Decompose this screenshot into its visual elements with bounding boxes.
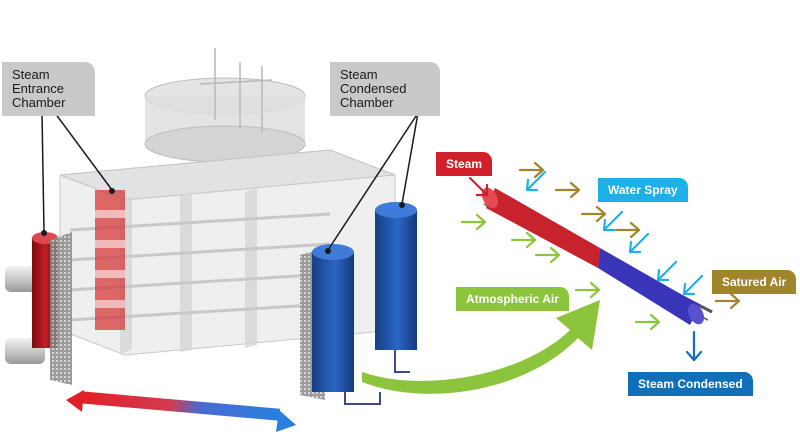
water-spray-arrows — [525, 170, 704, 296]
steam-condensed-chamber-front — [312, 252, 354, 392]
callout-steam-condensed-chamber: Steam Condensed Chamber — [330, 62, 440, 116]
tag-steam: Steam — [436, 152, 493, 176]
air-arrows — [518, 161, 741, 310]
mesh-panel-left — [50, 232, 72, 385]
air-flow-curved-arrow — [362, 300, 600, 394]
spray-arrow-icon — [628, 232, 650, 254]
tag-steam-condensed: Steam Condensed — [628, 372, 753, 396]
steam-condensed-chamber-back — [375, 210, 417, 350]
air-arrow-icon — [714, 292, 741, 310]
air-arrow-icon — [554, 181, 581, 199]
tube-red-section — [486, 188, 600, 268]
tag-water-spray: Water Spray — [598, 178, 688, 202]
air-in-arrow-icon — [460, 213, 487, 231]
callout-leaders — [41, 112, 419, 251]
air-arrow-icon — [518, 161, 545, 179]
atmospheric-air-arrows — [460, 213, 661, 331]
callout-dots — [41, 188, 405, 254]
tube-blue-section — [598, 248, 700, 325]
tube-detail — [481, 187, 713, 325]
air-in-arrow-icon — [510, 231, 537, 249]
air-in-arrow-icon — [534, 246, 561, 264]
air-in-arrow-icon — [634, 313, 661, 331]
tag-satured-air: Satured Air — [712, 270, 797, 294]
air-arrow-icon — [614, 221, 641, 239]
temperature-gradient-arrow — [66, 390, 296, 432]
spray-arrow-icon — [602, 210, 624, 232]
callout-steam-entrance-chamber: Steam Entrance Chamber — [2, 62, 95, 116]
spray-arrow-icon — [682, 274, 704, 296]
condenser-unit — [5, 48, 417, 405]
air-arrow-icon — [580, 205, 607, 223]
tag-atmospheric-air: Atmospheric Air — [456, 287, 569, 311]
condensed-down-arrow-icon — [685, 330, 703, 362]
spray-arrow-icon — [525, 170, 547, 192]
air-in-arrow-icon — [574, 281, 601, 299]
steam-inlet-arrow-icon — [468, 176, 489, 197]
spray-arrow-icon — [656, 260, 678, 282]
